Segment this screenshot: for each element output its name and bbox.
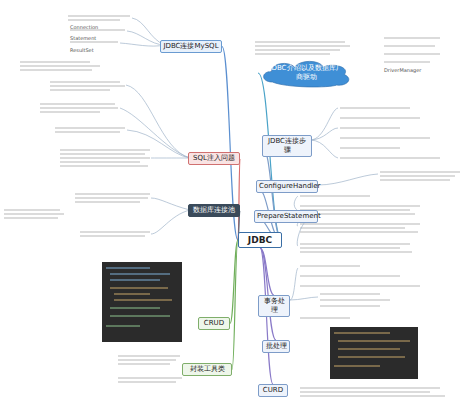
topic-text: SQL注入问题 (191, 154, 237, 163)
topic-text: ConfigureHandler (259, 182, 315, 191)
topic-text: JDBC介绍以及数据库厂商驱动 (268, 64, 344, 82)
branch-topic: 封装工具类 (182, 363, 232, 376)
topic-text: 事务处理 (261, 297, 287, 315)
branch-topic: JDBC连接步骤 (262, 135, 312, 157)
branch-topic: 数据库连接池 (188, 204, 240, 217)
topic-text: CRUD (201, 319, 227, 328)
leaf-note: Connection (70, 24, 98, 30)
topic-text: CURD (261, 386, 285, 395)
branch-connector (232, 240, 238, 370)
connector-line (260, 248, 276, 340)
root-topic: JDBC (238, 232, 282, 248)
branch-connector (260, 248, 276, 340)
topic-text: 批处理 (265, 342, 287, 351)
branch-topic: PrepareStatement (254, 210, 318, 223)
connector-line (232, 240, 238, 370)
branch-topic: ConfigureHandler (256, 180, 318, 193)
branch-topic: SQL注入问题 (188, 152, 240, 165)
topic-text: JDBC连接步骤 (265, 137, 309, 155)
leaf-note: Statement (70, 35, 96, 41)
topic-text: PrepareStatement (257, 212, 315, 221)
leaf-note: DriverManager (384, 67, 421, 73)
branch-topic: 事务处理 (258, 295, 290, 317)
branch-topic: 批处理 (262, 340, 290, 353)
branch-topic: JDBC连接MySQL (160, 40, 222, 53)
topic-text: JDBC (241, 234, 279, 246)
topic-text: JDBC连接MySQL (163, 42, 219, 51)
cloud-node: JDBC介绍以及数据库厂商驱动 (258, 58, 354, 88)
branch-connector (238, 159, 240, 241)
leaf-note: ResultSet (70, 47, 94, 53)
connector-line (238, 159, 240, 241)
branch-topic: CURD (258, 384, 288, 397)
topic-text: 封装工具类 (185, 365, 229, 374)
topic-text: 数据库连接池 (191, 206, 237, 215)
branch-topic: CRUD (198, 317, 230, 330)
